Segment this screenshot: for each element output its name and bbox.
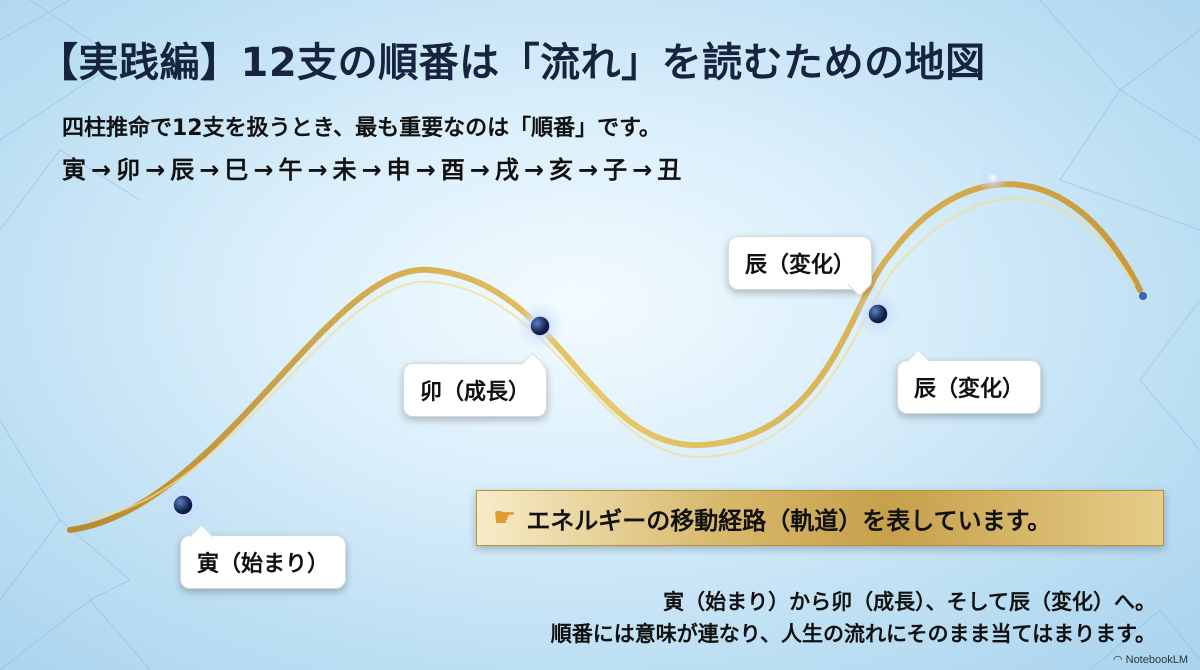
label-growth-text: 卯（成長） [420, 380, 531, 405]
arrow-icon: → [145, 156, 166, 184]
label-change-right: 辰（変化） [897, 349, 1042, 414]
branch-item: 卯 [116, 156, 141, 184]
branch-item: 申 [386, 156, 411, 184]
label-start: 寅（始まり） [180, 524, 347, 589]
curve-end-dot [1139, 292, 1147, 300]
curve-track [67, 181, 1143, 533]
highlight-banner: ☛ エネルギーの移動経路（軌道）を表しています。 [476, 490, 1164, 546]
highlight-text: エネルギーの移動経路（軌道）を表しています。 [526, 506, 1052, 535]
watermark-text: NotebookLM [1125, 654, 1188, 666]
branch-item: 丑 [657, 156, 682, 184]
flare [977, 162, 1009, 194]
label-change-top-text: 辰（変化） [745, 253, 856, 278]
arrow-icon: → [361, 156, 382, 184]
arrow-icon: → [415, 156, 436, 184]
node-change [854, 290, 902, 338]
branch-item: 子 [603, 156, 628, 184]
branch-item: 巳 [224, 156, 249, 184]
pointing-hand-icon: ☛ [493, 503, 517, 533]
node-growth [516, 302, 564, 350]
notebooklm-logo-icon: ◠ [1112, 654, 1123, 666]
branch-item: 辰 [170, 156, 195, 184]
arrow-icon: → [632, 156, 653, 184]
intro-text: 四柱推命で12支を扱うとき、最も重要なのは「順番」です。 [62, 116, 661, 141]
conclusion-line-2: 順番には意味が連なり、人生の流れにそのまま当てはまります。 [550, 622, 1156, 646]
branch-item: 寅 [62, 156, 86, 184]
branch-item: 酉 [440, 156, 465, 184]
label-growth: 卯（成長） [403, 352, 548, 417]
arrow-icon: → [469, 156, 490, 184]
label-start-text: 寅（始まり） [197, 552, 330, 577]
node-start [159, 481, 207, 529]
branch-item: 亥 [548, 156, 573, 184]
branch-item: 戌 [494, 156, 519, 184]
conclusion-line-1: 寅（始まり）から卯（成長）、そして辰（変化）へ。 [663, 590, 1156, 614]
arrow-icon: → [253, 156, 274, 184]
arrow-icon: → [307, 156, 328, 184]
watermark: ◠ NotebookLM [1113, 653, 1188, 666]
arrow-icon: → [523, 156, 544, 184]
label-change-right-text: 辰（変化） [914, 377, 1025, 402]
arrow-icon: → [91, 156, 112, 184]
conclusion-text: 寅（始まり）から卯（成長）、そして辰（変化）へ。 順番には意味が連なり、人生の流… [551, 586, 1156, 650]
branch-item: 午 [278, 156, 303, 184]
curve-track-highlight [89, 197, 1136, 519]
branch-item: 未 [332, 156, 357, 184]
page-title: 【実践編】12支の順番は「流れ」を読むための地図 [38, 40, 986, 86]
branch-sequence: 寅→卯→辰→巳→午→未→申→酉→戌→亥→子→丑 [62, 150, 681, 185]
arrow-icon: → [199, 156, 220, 184]
arrow-icon: → [577, 156, 599, 184]
label-change-top: 辰（変化） [728, 236, 873, 297]
